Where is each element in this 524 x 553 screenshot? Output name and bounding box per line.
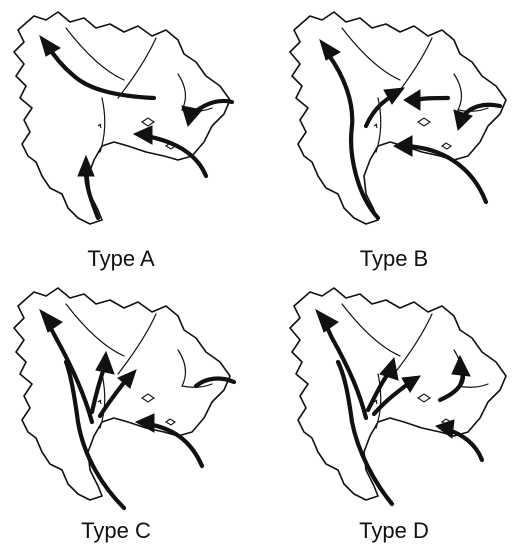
panel-label: Type D bbox=[359, 518, 429, 543]
panel-type-c: Type C bbox=[14, 288, 234, 543]
panel-label: Type A bbox=[87, 246, 155, 271]
flow-arrows bbox=[40, 36, 232, 218]
flow-arrows bbox=[40, 310, 234, 508]
panel-label: Type C bbox=[81, 518, 151, 543]
flow-arrows bbox=[320, 40, 500, 218]
panel-type-b: Type B bbox=[290, 12, 506, 271]
panel-label: Type B bbox=[360, 246, 428, 271]
panel-type-d: Type D bbox=[290, 288, 506, 543]
panel-type-a: Type A bbox=[14, 12, 232, 271]
